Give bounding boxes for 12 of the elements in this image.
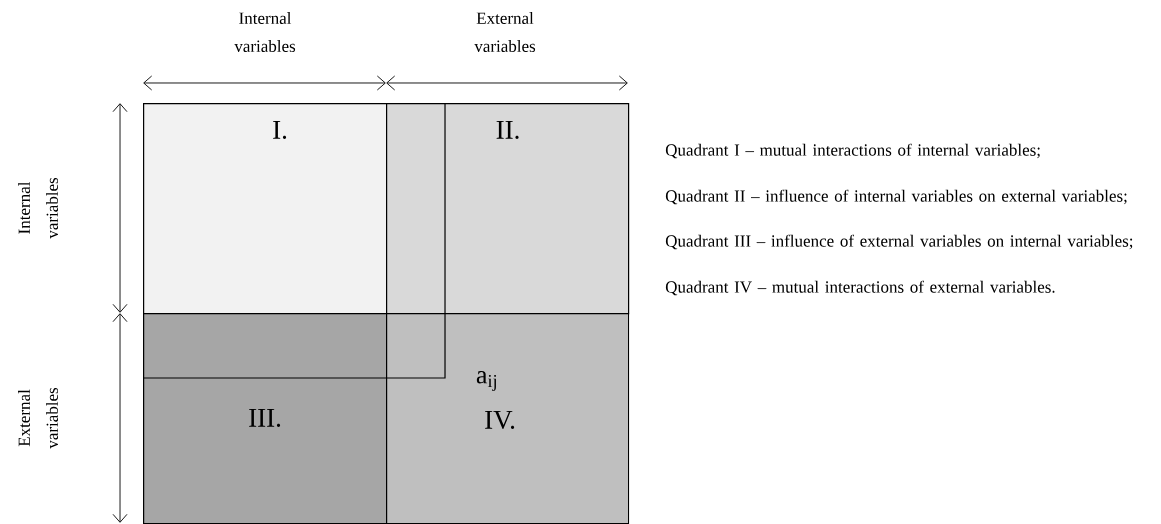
note-text: Quadrant II – influence of internal variables on external variables;	[665, 189, 1127, 205]
quadrant-box: III.	[143, 313, 388, 524]
axis-label: External variables	[474, 12, 536, 52]
axis-label: External variables	[18, 387, 58, 449]
note-text: Quadrant IV – mutual interactions of external variables.	[665, 280, 1055, 296]
element-label: a$_{ij}$	[476, 371, 497, 391]
quadrant-box: II.	[386, 103, 630, 315]
note-text: Quadrant I – mutual interactions of internal variables;	[665, 143, 1040, 159]
quadrant-box: I.	[143, 103, 388, 315]
axis-label: Internal variables	[18, 177, 58, 239]
note-text: Quadrant III – influence of external variables on internal variables;	[665, 234, 1133, 250]
axis-label: Internal variables	[234, 12, 296, 52]
